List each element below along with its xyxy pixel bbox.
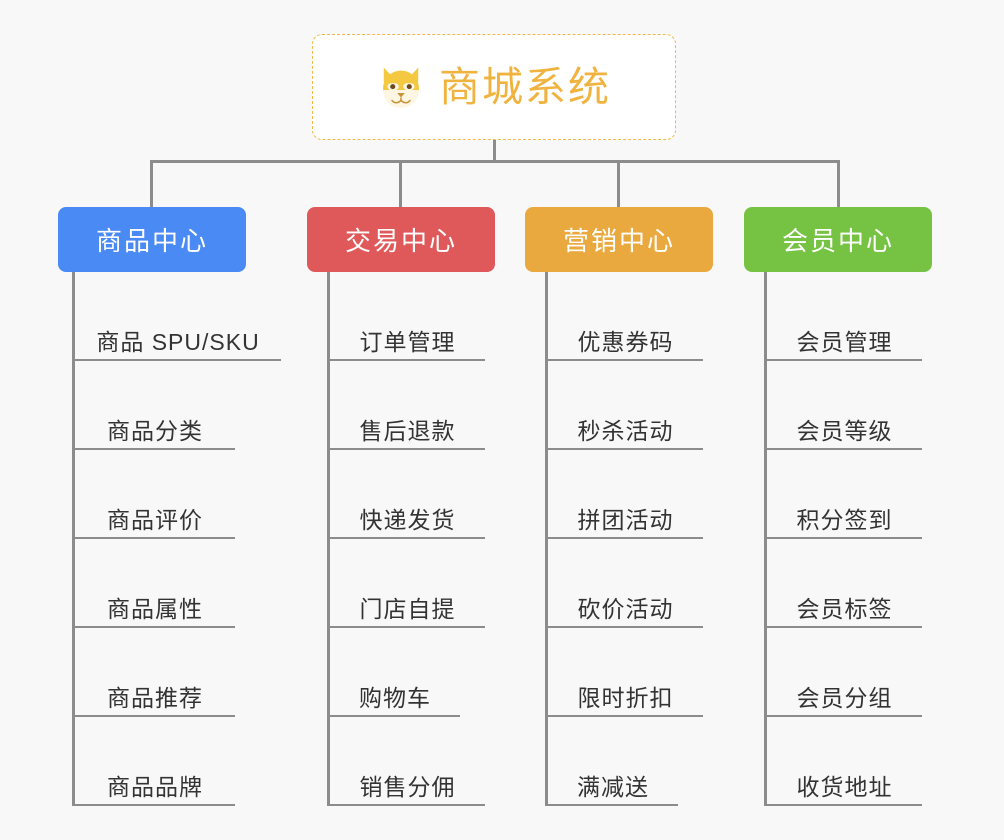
leaf-item[interactable]: 砍价活动 — [548, 539, 703, 628]
category-header-member-center[interactable]: 会员中心 — [744, 207, 932, 272]
leaf-item-label: 积分签到 — [796, 506, 893, 533]
leaf-item[interactable]: 商品品牌 — [75, 717, 235, 806]
leaf-item-label: 售后退款 — [359, 417, 456, 444]
leaf-list-trade-center: 订单管理售后退款快递发货门店自提购物车销售分佣 — [327, 272, 485, 806]
leaf-item[interactable]: 满减送 — [548, 717, 678, 806]
leaf-item[interactable]: 会员标签 — [767, 539, 922, 628]
leaf-item[interactable]: 门店自提 — [330, 539, 485, 628]
leaf-item-label: 订单管理 — [359, 328, 456, 355]
category-header-product-center[interactable]: 商品中心 — [58, 207, 246, 272]
shiba-dog-face-icon — [383, 67, 419, 108]
category-header-label: 营销中心 — [562, 226, 675, 256]
leaf-item-label: 限时折扣 — [577, 684, 674, 711]
leaf-item[interactable]: 订单管理 — [330, 272, 485, 361]
root-node-title: 商城系统 — [439, 63, 611, 110]
connector-root-stem — [493, 140, 496, 162]
leaf-item[interactable]: 会员管理 — [767, 272, 922, 361]
leaf-item-label: 砍价活动 — [577, 595, 674, 622]
leaf-item[interactable]: 限时折扣 — [548, 628, 703, 717]
leaf-item[interactable]: 商品属性 — [75, 539, 235, 628]
root-node-商城系统[interactable]: 商城系统 — [312, 34, 676, 140]
connector-drop-member-center — [837, 160, 840, 208]
connector-drop-trade-center — [399, 160, 402, 208]
leaf-item[interactable]: 积分签到 — [767, 450, 922, 539]
leaf-item[interactable]: 优惠券码 — [548, 272, 703, 361]
category-header-label: 交易中心 — [344, 226, 457, 256]
leaf-item-label: 会员管理 — [796, 328, 893, 355]
leaf-item-label: 拼团活动 — [577, 506, 674, 533]
connector-drop-marketing-center — [617, 160, 620, 208]
leaf-item-label: 购物车 — [359, 684, 431, 711]
leaf-item-label: 商品属性 — [107, 595, 203, 622]
leaf-list-marketing-center: 优惠券码秒杀活动拼团活动砍价活动限时折扣满减送 — [545, 272, 703, 806]
leaf-item-label: 收货地址 — [796, 773, 893, 800]
leaf-item-label: 商品分类 — [107, 417, 203, 444]
leaf-item[interactable]: 商品分类 — [75, 361, 235, 450]
leaf-item[interactable]: 销售分佣 — [330, 717, 485, 806]
leaf-item-label: 满减送 — [577, 773, 649, 800]
leaf-item[interactable]: 会员分组 — [767, 628, 922, 717]
leaf-item-label: 会员标签 — [796, 595, 893, 622]
leaf-item-label: 商品品牌 — [107, 773, 203, 800]
leaf-item[interactable]: 会员等级 — [767, 361, 922, 450]
leaf-list-member-center: 会员管理会员等级积分签到会员标签会员分组收货地址 — [764, 272, 922, 806]
leaf-item-label: 商品推荐 — [107, 684, 203, 711]
leaf-item[interactable]: 售后退款 — [330, 361, 485, 450]
leaf-list-product-center: 商品 SPU/SKU 商品分类商品评价商品属性商品推荐商品品牌 — [72, 272, 281, 806]
leaf-item-label: 商品 SPU/SKU — [96, 328, 260, 355]
connector-horizontal-bus — [150, 160, 840, 163]
leaf-item-label: 秒杀活动 — [577, 417, 674, 444]
leaf-item[interactable]: 拼团活动 — [548, 450, 703, 539]
leaf-item[interactable]: 快递发货 — [330, 450, 485, 539]
leaf-item-label: 快递发货 — [359, 506, 456, 533]
connector-drop-product-center — [150, 160, 153, 208]
leaf-item[interactable]: 购物车 — [330, 628, 460, 717]
leaf-item[interactable]: 秒杀活动 — [548, 361, 703, 450]
leaf-item-label: 会员分组 — [796, 684, 893, 711]
leaf-item[interactable]: 商品 SPU/SKU — [75, 272, 281, 361]
category-header-label: 会员中心 — [781, 226, 894, 256]
category-header-trade-center[interactable]: 交易中心 — [307, 207, 495, 272]
leaf-item-label: 门店自提 — [359, 595, 456, 622]
leaf-item[interactable]: 收货地址 — [767, 717, 922, 806]
category-header-label: 商品中心 — [95, 226, 208, 256]
category-header-marketing-center[interactable]: 营销中心 — [525, 207, 713, 272]
leaf-item-label: 商品评价 — [107, 506, 203, 533]
leaf-item[interactable]: 商品推荐 — [75, 628, 235, 717]
leaf-item[interactable]: 商品评价 — [75, 450, 235, 539]
leaf-item-label: 销售分佣 — [359, 773, 456, 800]
leaf-item-label: 会员等级 — [796, 417, 893, 444]
leaf-item-label: 优惠券码 — [577, 328, 674, 355]
